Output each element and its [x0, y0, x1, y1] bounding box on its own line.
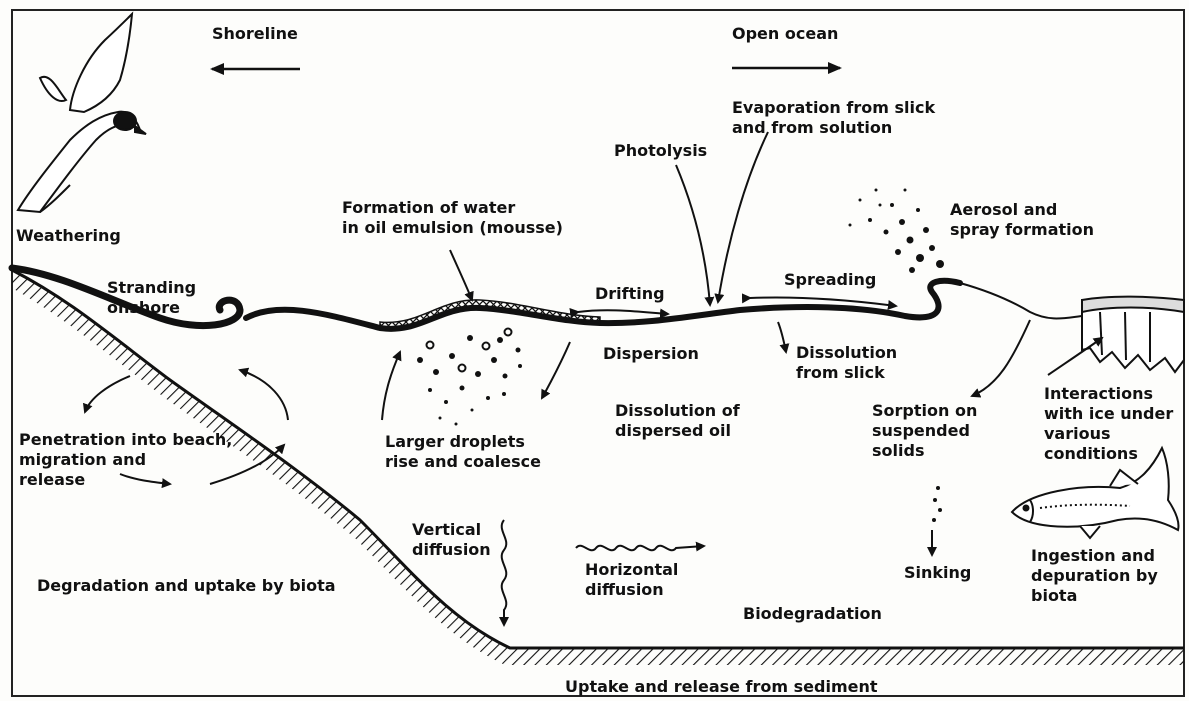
- label-sinking: Sinking: [904, 563, 971, 583]
- label-open-ocean: Open ocean: [732, 24, 838, 44]
- label-vertical-diffusion: Vertical diffusion: [412, 520, 491, 560]
- label-weathering: Weathering: [16, 226, 121, 246]
- label-larger-droplets: Larger droplets rise and coalesce: [385, 432, 541, 472]
- label-photolysis: Photolysis: [614, 141, 707, 161]
- mousse-emulsion: [380, 300, 600, 329]
- aerosol-spray-droplets: [849, 189, 945, 274]
- label-interactions-ice: Interactions with ice under various cond…: [1044, 384, 1173, 464]
- label-uptake-sediment: Uptake and release from sediment: [565, 677, 878, 697]
- sinking-particles: [932, 486, 942, 522]
- label-mousse-formation: Formation of water in oil emulsion (mous…: [342, 198, 563, 238]
- dispersed-droplets: [417, 329, 522, 426]
- arrow-photolysis: [676, 165, 710, 305]
- label-ingestion: Ingestion and depuration by biota: [1031, 546, 1158, 606]
- label-dissolution-slick: Dissolution from slick: [796, 343, 897, 383]
- arrow-ice: [1048, 338, 1102, 375]
- label-aerosol: Aerosol and spray formation: [950, 200, 1094, 240]
- arrow-beach-cycle-1: [85, 376, 130, 412]
- arrow-vertical-diffusion: [502, 520, 507, 625]
- seagull-illustration: [18, 14, 146, 212]
- label-dispersion: Dispersion: [603, 344, 699, 364]
- label-horizontal-diffusion: Horizontal diffusion: [585, 560, 678, 600]
- label-spreading: Spreading: [784, 270, 876, 290]
- arrow-dissolution-slick: [778, 322, 786, 352]
- label-shoreline: Shoreline: [212, 24, 298, 44]
- arrow-droplets-rise: [382, 352, 400, 420]
- label-penetration: Penetration into beach, migration and re…: [19, 430, 232, 490]
- label-sorption: Sorption on suspended solids: [872, 401, 977, 461]
- ice-floe: [1082, 297, 1184, 372]
- arrow-horizontal-diffusion: [576, 546, 704, 551]
- label-drifting: Drifting: [595, 284, 665, 304]
- arrow-sorption: [972, 320, 1030, 396]
- arrow-evaporation: [718, 132, 768, 302]
- label-biodegradation: Biodegradation: [743, 604, 882, 624]
- label-stranding: Stranding onshore: [107, 278, 196, 318]
- arrow-beach-cycle-2: [240, 370, 288, 420]
- water-surface-ice: [960, 283, 1082, 319]
- label-evaporation: Evaporation from slick and from solution: [732, 98, 935, 138]
- arrow-drifting: [578, 310, 668, 314]
- arrow-mousse: [450, 250, 472, 300]
- label-dissolution-dispersed: Dissolution of dispersed oil: [615, 401, 740, 441]
- arrow-dispersion: [542, 342, 570, 398]
- label-degradation: Degradation and uptake by biota: [37, 576, 336, 596]
